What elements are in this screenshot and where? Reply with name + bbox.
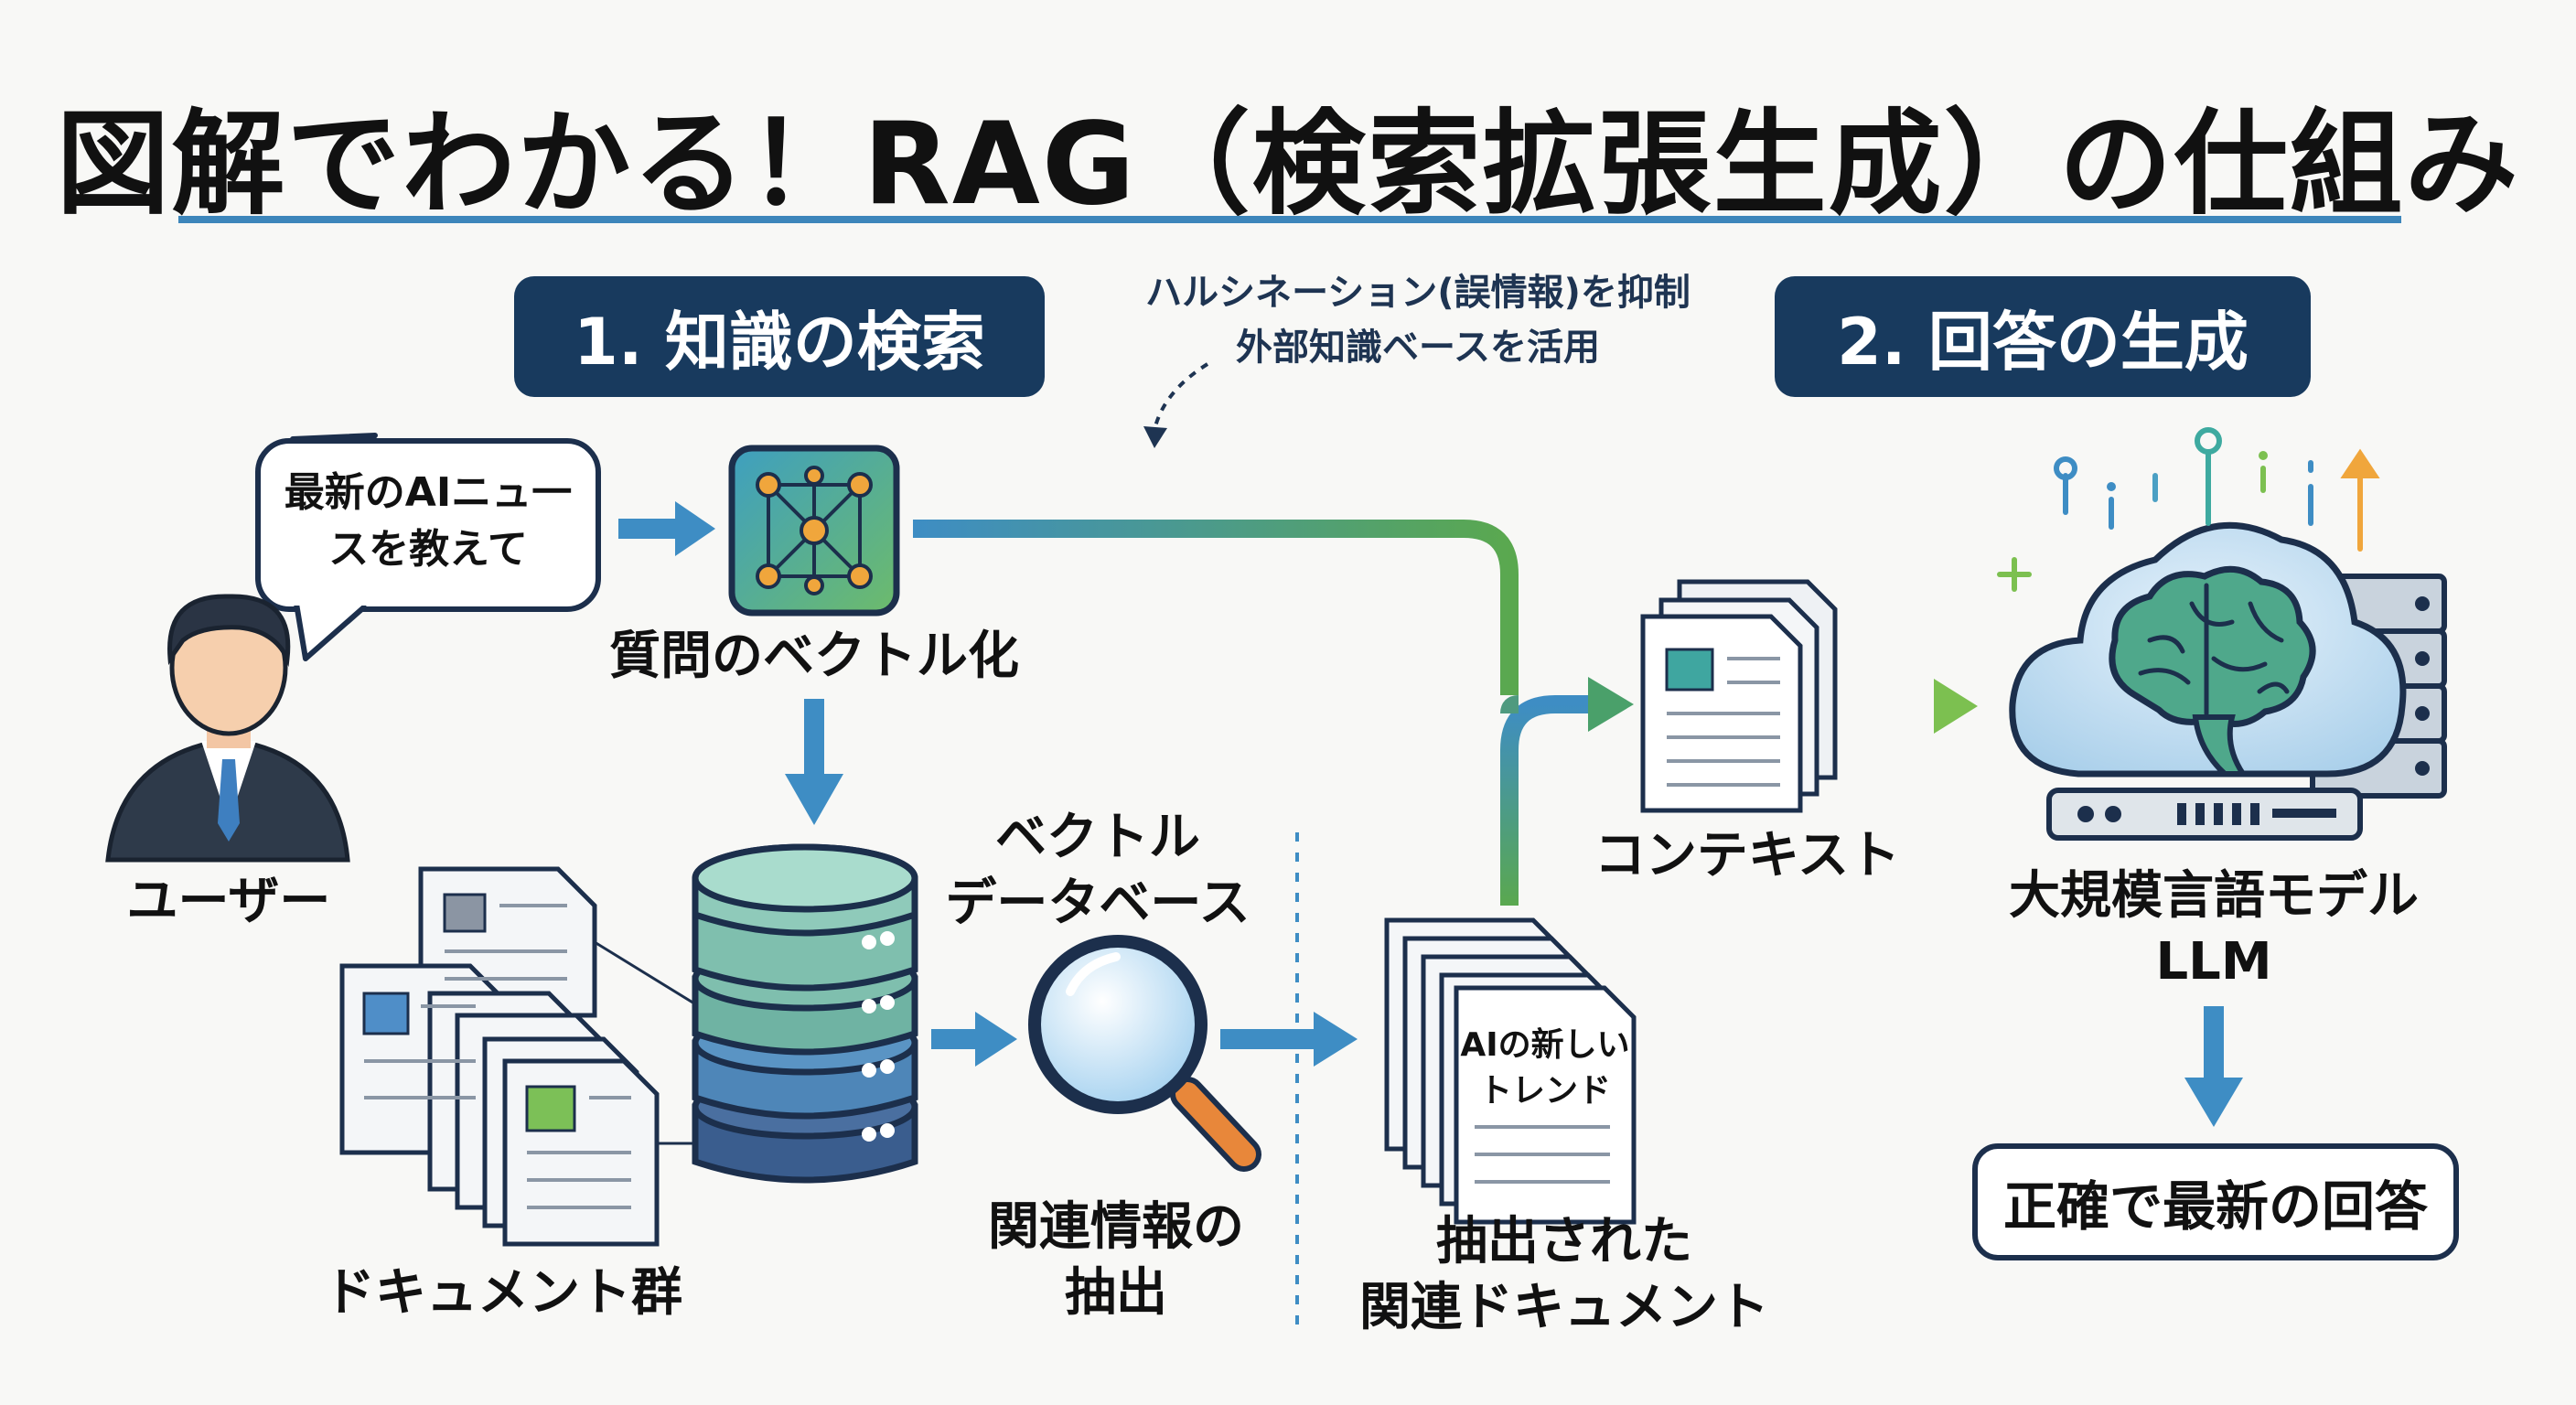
extracted-doc-title: AIの新しい トレンド <box>1460 1023 1630 1114</box>
flow-line-query-to-context <box>913 520 1519 695</box>
title-underline <box>178 216 2401 223</box>
label-extracted-docs: 抽出された 関連ドキュメント <box>1317 1209 1811 1341</box>
label-documents: ドキュメント群 <box>324 1263 682 1323</box>
arrow-to-extracted-docs <box>1220 1012 1358 1067</box>
step-badge-retrieval: 1. 知識の検索 <box>514 276 1045 397</box>
user-query-text: 最新のAIニュ一 スを教えて <box>265 465 591 578</box>
label-vector-db: ベクトル データベース <box>915 805 1281 937</box>
user-query-line-1: 最新のAIニュ一 <box>284 469 573 516</box>
arrow-to-vector-db <box>785 699 843 825</box>
circuit-pins <box>1997 427 2380 592</box>
extracted-document-stack <box>1384 917 1637 1225</box>
answer-box: 正確で最新の回答 <box>1972 1143 2459 1260</box>
database-icon <box>692 843 918 1184</box>
label-llm: 大規模言語モデル LLM <box>1967 863 2461 995</box>
user-query-line-2: スを教えて <box>328 526 528 573</box>
label-extract-line-1: 関連情報の <box>988 1197 1244 1257</box>
extracted-doc-line-1: AIの新しい <box>1460 1026 1630 1064</box>
note-line-2: 外部知識ベースを活用 <box>1236 327 1600 369</box>
hallucination-note: ハルシネーション(誤情報)を抑制 外部知識ベースを活用 <box>1079 265 1756 375</box>
user-avatar-icon <box>105 594 350 863</box>
label-llm-line-2: LLM <box>2155 932 2272 992</box>
label-extracted-line-2: 関連ドキュメント <box>1359 1278 1769 1337</box>
label-vector-db-line-2: データベース <box>945 874 1250 933</box>
extracted-doc-line-2: トレンド <box>1478 1072 1611 1110</box>
arrow-to-extract <box>931 1012 1017 1067</box>
note-pointer-arrow <box>1143 362 1209 448</box>
magnifier-icon <box>1028 935 1261 1172</box>
arrow-to-answer <box>2184 1006 2243 1127</box>
label-extract: 関連情報の 抽出 <box>951 1195 1281 1326</box>
note-line-1: ハルシネーション(誤情報)を抑制 <box>1145 272 1690 314</box>
speech-bubble <box>255 433 601 661</box>
context-document-icon <box>1640 579 1838 813</box>
page-title: 図解でわかる！RAG（検索拡張生成）の仕組み <box>56 99 2520 231</box>
label-context: コンテキスト <box>1594 826 1901 885</box>
network-icon <box>728 445 900 617</box>
label-vector-db-line-1: ベクトル <box>995 808 1200 867</box>
label-vectorize: 質問のベクトル化 <box>609 627 1019 686</box>
label-extracted-line-1: 抽出された <box>1436 1212 1692 1271</box>
brain-icon <box>2109 565 2316 777</box>
label-extract-line-2: 抽出 <box>1065 1263 1167 1323</box>
arrow-to-llm <box>1870 679 1978 734</box>
step-badge-generation: 2. 回答の生成 <box>1775 276 2311 397</box>
arrow-to-vectorize <box>618 501 715 556</box>
label-user: ユーザー <box>126 872 331 931</box>
flow-line-docs-to-context <box>1500 677 1634 906</box>
document-stack <box>339 866 714 1247</box>
label-llm-line-1: 大規模言語モデル <box>2009 866 2419 926</box>
